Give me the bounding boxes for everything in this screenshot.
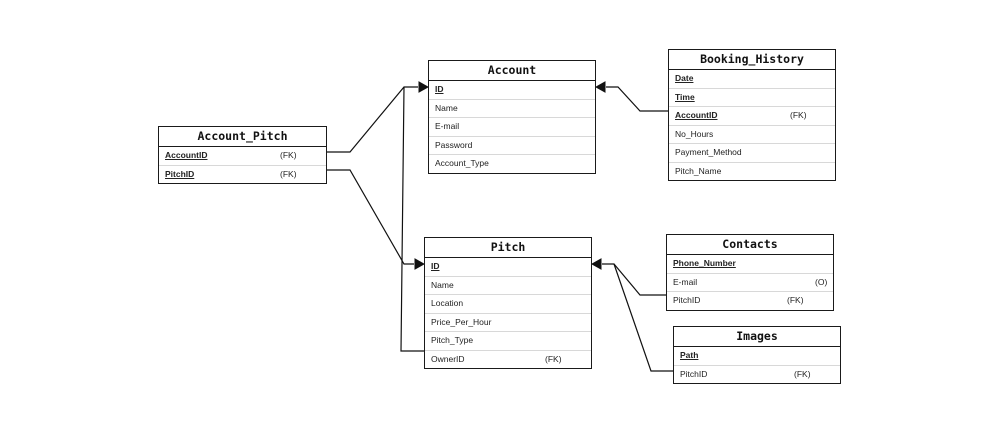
field-name: OwnerID (431, 353, 465, 364)
arrowhead-pitch-left (414, 258, 426, 270)
field-tag: (FK) (787, 295, 804, 305)
field-name: Path (680, 350, 699, 360)
field-name: ID (431, 261, 440, 271)
field-name: Phone_Number (673, 258, 736, 268)
arrowhead-account-right (594, 81, 606, 93)
field-row: Path (674, 347, 840, 366)
field-name: PitchID (680, 368, 708, 379)
field-row: E-mail (O) (667, 274, 833, 292)
field-name: PitchID (673, 295, 701, 305)
field-name: Location (431, 298, 464, 308)
field-row: AccountID (FK) (159, 147, 326, 166)
entity-contacts: Contacts Phone_Number E-mail (O) PitchID… (666, 234, 834, 311)
relation-contacts-pitch (602, 263, 666, 296)
field-name: Time (675, 91, 695, 102)
field-row: Time (669, 89, 835, 107)
field-tag: (FK) (545, 353, 562, 364)
field-row: AccountID (FK) (669, 107, 835, 126)
field-name: ID (435, 84, 444, 94)
field-tag: (FK) (794, 368, 811, 379)
field-name: Account_Type (435, 158, 489, 168)
entity-account: Account ID Name E-mail Password Account_… (428, 60, 596, 174)
relation-booking-account (606, 86, 668, 112)
field-name: Password (435, 139, 473, 150)
field-row: ID (429, 81, 595, 100)
relation-accountpitch-pitch (327, 169, 414, 265)
field-name: Date (675, 73, 694, 83)
field-name: AccountID (165, 150, 208, 160)
relation-images-pitch (613, 263, 673, 372)
field-row: Account_Type (429, 155, 595, 173)
field-name: E-mail (435, 121, 460, 131)
entity-title: Account_Pitch (159, 127, 326, 147)
field-row: Price_Per_Hour (425, 314, 591, 332)
relation-pitch-owner-account (400, 86, 424, 352)
field-tag: (FK) (280, 150, 297, 160)
field-name: Pitch_Name (675, 165, 722, 176)
field-name: No_Hours (675, 128, 714, 139)
field-name: Name (435, 102, 458, 113)
field-tag: (FK) (280, 168, 297, 179)
field-tag: (FK) (790, 110, 807, 120)
field-row: Pitch_Name (669, 163, 835, 181)
arrowhead-pitch-right (590, 258, 602, 270)
field-row: Name (425, 277, 591, 295)
field-name: Price_Per_Hour (431, 316, 492, 327)
field-row: E-mail (429, 118, 595, 137)
field-row: No_Hours (669, 126, 835, 144)
entity-title: Contacts (667, 235, 833, 255)
field-tag: (O) (815, 276, 828, 287)
field-row: PitchID (FK) (159, 166, 326, 184)
relation-accountpitch-account (327, 86, 418, 153)
field-row: Payment_Method (669, 144, 835, 163)
field-row: PitchID (FK) (674, 366, 840, 384)
entity-account-pitch: Account_Pitch AccountID (FK) PitchID (FK… (158, 126, 327, 184)
entity-images: Images Path PitchID (FK) (673, 326, 841, 384)
entity-booking-history: Booking_History Date Time AccountID (FK)… (668, 49, 836, 181)
field-row: Pitch_Type (425, 332, 591, 351)
field-name: PitchID (165, 168, 195, 179)
field-name: E-mail (673, 276, 698, 287)
field-row: Phone_Number (667, 255, 833, 274)
field-row: OwnerID (FK) (425, 351, 591, 369)
field-name: Pitch_Type (431, 335, 474, 345)
field-row: Location (425, 295, 591, 314)
field-row: Password (429, 137, 595, 155)
entity-pitch: Pitch ID Name Location Price_Per_Hour Pi… (424, 237, 592, 369)
field-row: Date (669, 70, 835, 89)
entity-title: Account (429, 61, 595, 81)
entity-title: Pitch (425, 238, 591, 258)
field-name: Payment_Method (675, 147, 742, 157)
arrowhead-account-left (418, 81, 430, 93)
entity-title: Booking_History (669, 50, 835, 70)
field-row: PitchID (FK) (667, 292, 833, 310)
field-name: AccountID (675, 110, 718, 120)
field-row: ID (425, 258, 591, 277)
field-row: Name (429, 100, 595, 118)
entity-title: Images (674, 327, 840, 347)
field-name: Name (431, 279, 454, 290)
